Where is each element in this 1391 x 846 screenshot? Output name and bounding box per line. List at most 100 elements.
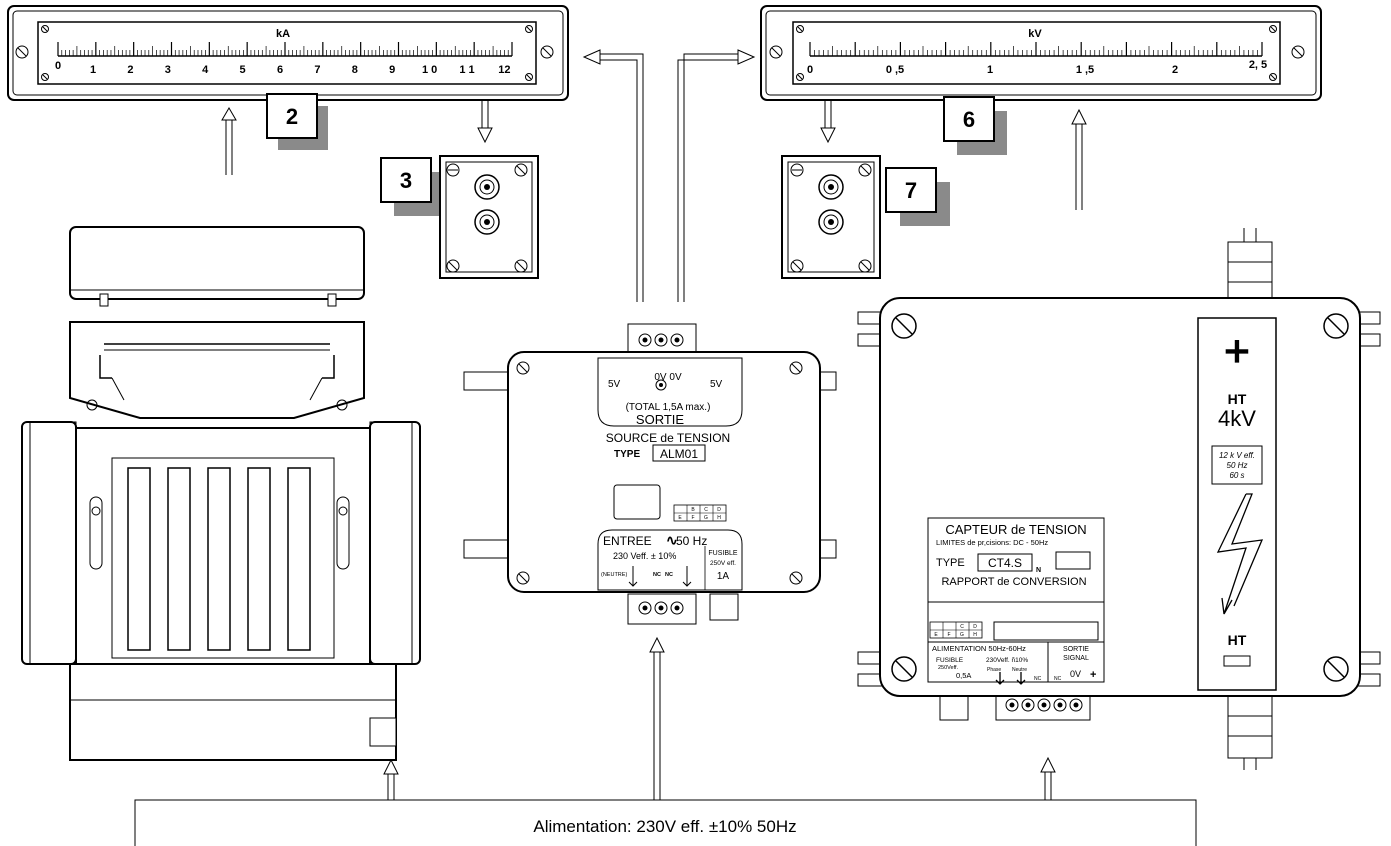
current-tick-label: 1 1 bbox=[459, 64, 474, 76]
fuse-label: FUSIBLE bbox=[936, 657, 964, 664]
svg-text:6: 6 bbox=[963, 107, 975, 132]
precision-limits: LIMITES de pr,cisions: DC - 50Hz bbox=[936, 538, 1048, 547]
screw-icon bbox=[796, 73, 804, 81]
voltage-tick-label: 2 bbox=[1172, 64, 1178, 76]
svg-text:F: F bbox=[947, 632, 950, 638]
current-tick-label: 9 bbox=[389, 64, 395, 76]
screw-icon bbox=[1323, 313, 1349, 339]
nc-label: NC bbox=[665, 572, 673, 578]
type-label: TYPE bbox=[614, 449, 640, 460]
type-value: ALM01 bbox=[660, 447, 698, 461]
voltage-tick-label: 1 ,5 bbox=[1076, 64, 1094, 76]
output-sortie-label: SORTIE bbox=[1063, 646, 1089, 653]
nc-label: NC bbox=[1054, 676, 1062, 682]
current-tick-label: 2 bbox=[127, 64, 133, 76]
voltage-tick-label: 0 ,5 bbox=[886, 64, 904, 76]
screw-icon bbox=[516, 361, 530, 375]
current-tick-label: 1 0 bbox=[422, 64, 437, 76]
neutral-label: Neutre bbox=[1012, 667, 1027, 673]
screw-icon bbox=[769, 45, 783, 59]
current-tick-label: 6 bbox=[277, 64, 283, 76]
current-tick-label: 8 bbox=[352, 64, 358, 76]
svg-text:C: C bbox=[960, 624, 964, 630]
fuse-voltage: 250V eff. bbox=[710, 560, 736, 567]
current-tick-label: 7 bbox=[314, 64, 320, 76]
screw-icon bbox=[525, 25, 533, 33]
ht-label: HT bbox=[1228, 632, 1247, 648]
svg-text:G: G bbox=[960, 632, 964, 638]
fuse-label: FUSIBLE bbox=[708, 550, 738, 557]
supply-voltage: 230Veff. ñ10% bbox=[986, 657, 1028, 664]
voltage-rating: 4kV bbox=[1218, 406, 1256, 431]
conversion-ratio-label: RAPPORT de CONVERSION bbox=[941, 576, 1086, 588]
voltage-tick-label: 0 bbox=[807, 64, 813, 76]
current-tick-label: 1 bbox=[90, 64, 96, 76]
minus-icon bbox=[1223, 655, 1251, 667]
output-0v-labels: 0V 0V bbox=[654, 372, 682, 383]
terminal-block-bottom bbox=[638, 601, 684, 615]
screw-icon bbox=[1323, 656, 1349, 682]
nc-label: NC bbox=[653, 572, 661, 578]
ac-symbol-icon: ∿ bbox=[666, 532, 678, 548]
svg-text:7: 7 bbox=[905, 178, 917, 203]
fuse-current: 1A bbox=[717, 571, 730, 582]
current-sensor bbox=[21, 226, 421, 761]
callout-6: 6 bbox=[943, 96, 1007, 155]
current-tick-label: 3 bbox=[165, 64, 171, 76]
svg-text:H: H bbox=[973, 632, 977, 638]
nc-label: NC bbox=[1034, 676, 1042, 682]
input-voltage: 230 Veff. ± 10% bbox=[613, 551, 676, 561]
svg-text:G: G bbox=[704, 515, 708, 521]
footer-text: Alimentation: 230V eff. ±10% 50Hz bbox=[533, 817, 796, 836]
current-unit-label: kA bbox=[276, 28, 290, 40]
neutral-label: (NEUTRE) bbox=[601, 572, 627, 578]
voltage-meter: kV 0 0 ,5 1 1 ,5 2 2, 5 bbox=[760, 5, 1322, 101]
svg-text:E: E bbox=[678, 515, 682, 521]
output-total-current: (TOTAL 1,5A max.) bbox=[626, 402, 711, 413]
shunt-connector-7 bbox=[781, 155, 881, 279]
output-sortie-label: SORTIE bbox=[636, 412, 684, 427]
svg-text:F: F bbox=[691, 515, 694, 521]
footer-power-label: Alimentation: 230V eff. ±10% 50Hz bbox=[134, 799, 1197, 846]
screw-icon bbox=[540, 45, 554, 59]
callout-7: 7 bbox=[885, 167, 950, 226]
svg-text:D: D bbox=[973, 624, 977, 630]
power-supply-label: ALIMENTATION 50Hz-60Hz bbox=[932, 644, 1026, 653]
screw-icon bbox=[891, 656, 917, 682]
screw-icon bbox=[789, 571, 803, 585]
current-tick-label: 12 bbox=[498, 64, 510, 76]
callout-2-top: 2 bbox=[266, 93, 328, 150]
fuse-voltage: 250Veff. bbox=[938, 665, 959, 671]
screw-icon bbox=[796, 25, 804, 33]
voltage-unit-label: kV bbox=[1028, 28, 1042, 40]
input-entree-label: ENTREE bbox=[603, 534, 652, 548]
calibration-grid: B C D E F G H bbox=[673, 504, 727, 522]
screw-icon bbox=[525, 73, 533, 81]
calibration-grid: C D E F G H bbox=[929, 621, 983, 639]
output-5v-right: 5V bbox=[710, 379, 723, 390]
voltage-tick-label: 2, 5 bbox=[1249, 59, 1267, 71]
plus-terminal: + bbox=[1090, 669, 1096, 681]
output-signal-label: SIGNAL bbox=[1063, 655, 1089, 662]
plus-icon: + bbox=[1224, 327, 1250, 376]
voltage-scale bbox=[809, 42, 1263, 57]
svg-text:2: 2 bbox=[286, 104, 298, 129]
output-5v-left: 5V bbox=[608, 379, 621, 390]
screw-icon bbox=[1269, 25, 1277, 33]
type-value: CT4.S bbox=[988, 556, 1022, 570]
svg-text:B: B bbox=[691, 507, 695, 513]
svg-text:H: H bbox=[717, 515, 721, 521]
input-frequency: 50 Hz bbox=[676, 534, 707, 548]
screw-icon bbox=[516, 571, 530, 585]
svg-text:D: D bbox=[717, 507, 721, 513]
voltage-sensor: + HT 4kV 12 k V eff. 50 Hz 60 s HT CAPTE… bbox=[857, 241, 1381, 759]
sensor-title: CAPTEUR de TENSION bbox=[945, 522, 1086, 537]
current-scale bbox=[57, 42, 513, 57]
power-supply-module: 0V 0V 5V 5V (TOTAL 1,5A max.) SORTIE SOU… bbox=[463, 323, 837, 625]
connection-arrows bbox=[221, 49, 1257, 800]
terminal-block-sensor bbox=[1005, 698, 1083, 712]
module-title: SOURCE de TENSION bbox=[606, 431, 730, 445]
